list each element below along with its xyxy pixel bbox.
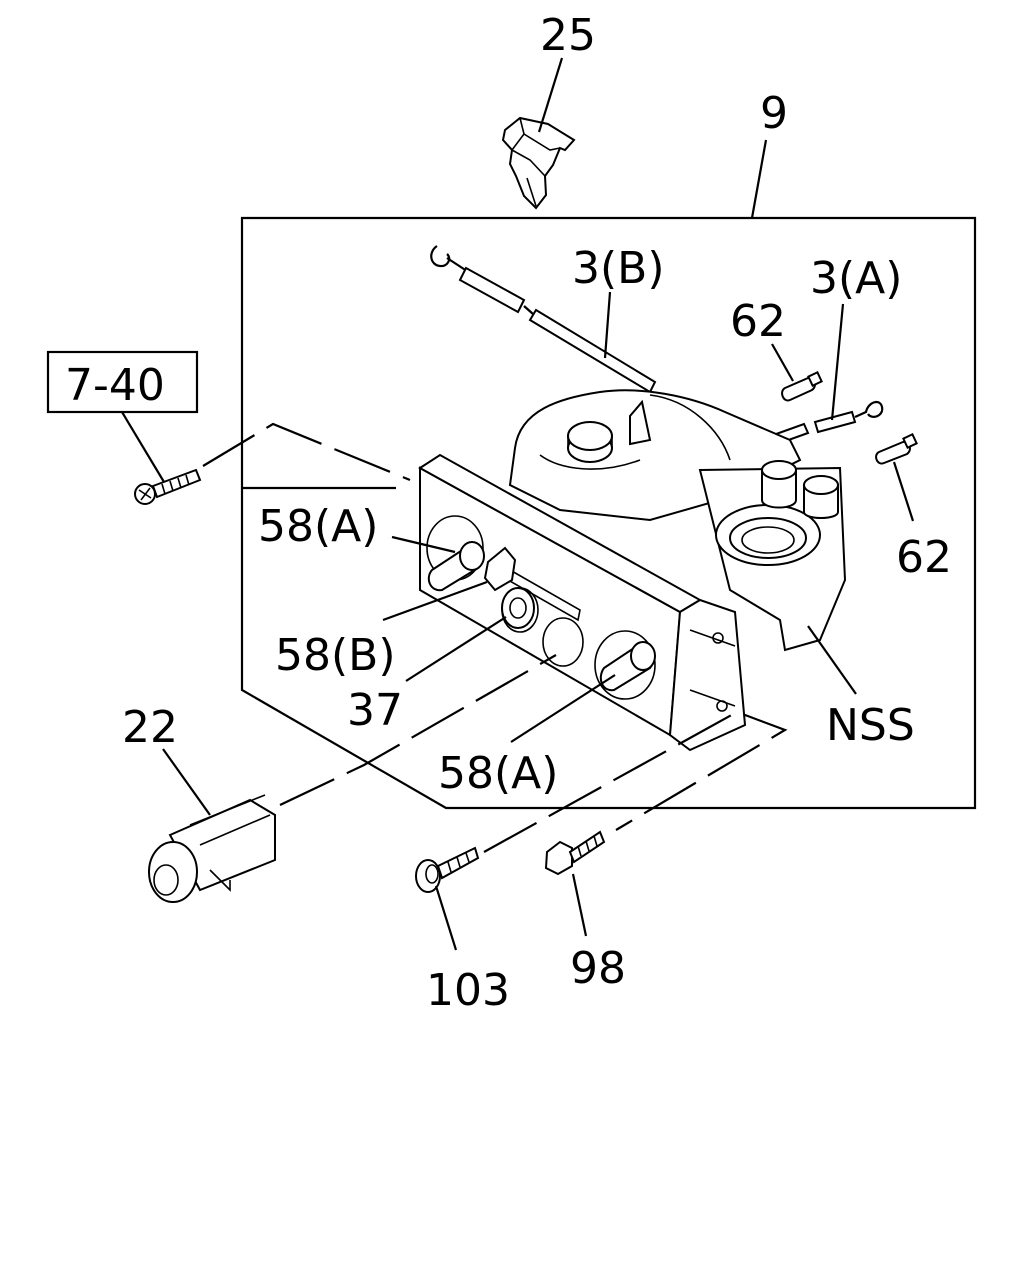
label-part-62-right: 62 [896, 532, 952, 583]
control-unit-body [418, 389, 847, 752]
label-part-58a-lower: 58(A) [438, 748, 558, 799]
label-part-nss: NSS [826, 700, 915, 751]
label-part-3a: 3(A) [810, 253, 902, 304]
knob-part-58a-upper [427, 541, 485, 592]
label-part-62-upper: 62 [730, 296, 786, 347]
label-part-103: 103 [426, 965, 510, 1016]
screw-part-7-40 [134, 468, 202, 505]
knob-part-58a-lower [599, 641, 656, 692]
screw-part-103 [415, 846, 480, 893]
label-part-22: 22 [122, 702, 178, 753]
label-part-37: 37 [347, 685, 403, 736]
label-part-58b: 58(B) [275, 630, 396, 681]
bulb-part-62-upper [781, 371, 823, 402]
clip-part-25 [501, 116, 576, 210]
dial-part-37 [501, 587, 535, 629]
bolt-part-98 [544, 830, 606, 876]
knob-part-58b [483, 546, 517, 592]
label-part-7-40: 7-40 [65, 360, 165, 411]
label-part-9: 9 [760, 88, 788, 139]
assembly-frame [240, 216, 977, 810]
bulb-part-62-right [875, 433, 918, 465]
switch-part-22 [148, 794, 276, 903]
leader-lines [121, 57, 915, 951]
label-part-3b: 3(B) [572, 243, 665, 294]
label-part-58a-upper: 58(A) [258, 501, 378, 552]
label-box-7-40 [46, 350, 199, 414]
label-part-25: 25 [540, 10, 596, 61]
label-part-98: 98 [570, 943, 626, 994]
